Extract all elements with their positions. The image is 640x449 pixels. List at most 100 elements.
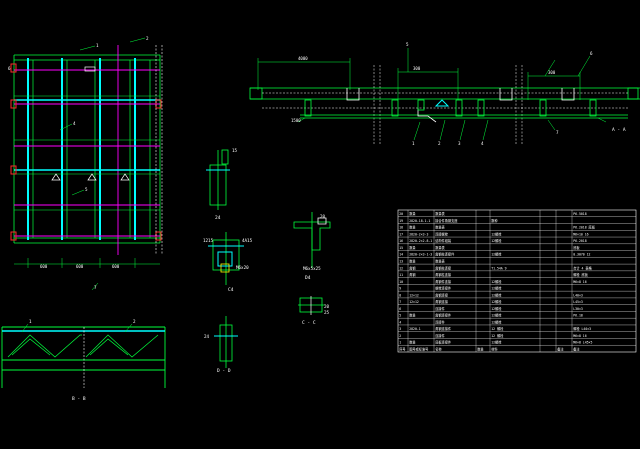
table-cell: 12螺栓 [491, 299, 502, 304]
detail-4: 24 D - D [204, 316, 238, 374]
elevation-label-2: 2 [133, 319, 136, 324]
table-cell: 2820-1 [409, 327, 421, 331]
table-cell: 19 [399, 219, 403, 223]
detail-2-label-3: M6x20 [236, 265, 249, 270]
table-cell: 12螺栓 [491, 286, 502, 291]
table-cell: 0.3070 12 [573, 253, 590, 257]
table-cell: 材料 [491, 346, 498, 351]
table-cell: 数量表 [435, 258, 445, 263]
detail-3-label-2: M6x5x25 [303, 266, 321, 271]
table-cell: 结构件组装 [435, 238, 452, 243]
table-cell: 3 [399, 327, 401, 331]
table-cell: 数种 [491, 218, 497, 223]
detail-5-label-2: 25 [324, 310, 330, 315]
table-cell: 9 [399, 287, 401, 291]
table-cell: 螺栓 L40×3 [573, 326, 591, 331]
table-cell: 15 [399, 246, 403, 250]
section-dim-1500: 1500 [291, 118, 301, 123]
detail-1-caption: 24 [215, 215, 221, 221]
table-cell: 12螺栓 [491, 292, 502, 297]
table-cell: 12螺栓 [491, 313, 502, 318]
elevation-label-1: 1 [29, 319, 32, 324]
table-cell: P6.2018 [573, 239, 587, 243]
table-cell: 16 [399, 239, 403, 243]
table-cell: 12螺栓 [491, 238, 502, 243]
table-cell: M6×8 16 [573, 334, 587, 338]
table-cell: 7 [399, 300, 401, 304]
table-cell: 角钢柱连接件 [435, 252, 455, 257]
detail-4-label: 24 [204, 334, 210, 339]
table-cell: 连接件 [435, 333, 445, 338]
section-dim-4000: 4000 [298, 56, 308, 61]
elevation-caption: B - B [72, 396, 86, 402]
detail-3-caption: D4 [305, 275, 311, 281]
table-cell: 数量表 [435, 211, 445, 216]
table-cell: P6.2018 底板 [573, 225, 596, 230]
table-cell: 12螺栓 [491, 252, 502, 257]
table-cell: 序号 [399, 346, 405, 351]
plan-label-5: 5 [85, 187, 88, 192]
table-cell: 角钢连接件 [435, 326, 452, 331]
table-cell: 12 [399, 266, 403, 270]
table-cell: 12螺栓 [491, 319, 502, 324]
detail-4-caption: D - D [217, 368, 231, 374]
table-cell: 数量表 [435, 245, 445, 250]
plan-label-7: 7 [94, 285, 97, 290]
table-cell: 12螺栓 [491, 231, 502, 236]
table-cell: M6×8 L45×5 [573, 341, 592, 345]
table-cell: 2820-2×2-8-1 [409, 239, 432, 243]
table-cell: 2820-2×3-3 [409, 232, 428, 236]
table-cell: P6.5018 [573, 212, 587, 216]
table-cell: 17 [399, 232, 403, 236]
table-cell: 角钢 [409, 272, 415, 277]
detail-5-label-1: 20 [324, 304, 330, 309]
detail-2-caption: C4 [228, 287, 234, 293]
table-cell: 名称 [435, 346, 442, 351]
table-cell: 角钢件连接 [435, 279, 452, 284]
table-cell: P6.18 [573, 314, 583, 318]
table-cell: 12 螺栓 [491, 326, 504, 331]
table-cell: 螺栓连接件 [435, 286, 452, 291]
plan-dim-2: 600 [76, 264, 84, 269]
table-cell: 12螺栓 [491, 279, 502, 284]
table-cell: 11 [399, 273, 403, 277]
detail-5-caption: C - C [302, 320, 316, 326]
table-cell: M6×10 16 [573, 232, 588, 236]
detail-1-label: 15 [232, 148, 238, 153]
plan-dim-1: 600 [40, 264, 48, 269]
table-cell: 底板连接件 [435, 340, 452, 345]
table-cell: 12×12 [409, 293, 419, 297]
section-label-6: 6 [590, 51, 593, 56]
table-cell: 角钢柱连接 [435, 265, 452, 270]
table-cell: 5 [399, 314, 401, 318]
table-cell: 底板 [573, 245, 580, 250]
table-cell: 数量 [409, 211, 416, 216]
table-cell: 数量 [409, 340, 416, 345]
section-label-1: 1 [412, 141, 415, 146]
table-cell: 12螺栓 [491, 306, 502, 311]
table-cell: 8 [399, 293, 401, 297]
detail-1: 15 24 [206, 148, 238, 221]
table-cell: L40×3 [573, 293, 583, 297]
table-cell: 备注 [573, 346, 580, 351]
table-cell: 12×12 [409, 300, 419, 304]
table-cell: 数量 [409, 225, 416, 230]
table-cell: 数量 [477, 346, 484, 351]
table-cell: 连接件 [435, 319, 445, 324]
table-cell: 连接螺栓 [435, 231, 449, 236]
elevation-view: 1 2 B - B [1, 319, 166, 402]
detail-3-label-1: 20 [320, 214, 326, 219]
table-cell: 接合件角钢支座 [435, 218, 458, 223]
plan-label-1: 1 [96, 43, 99, 48]
table-cell: 角钢连接 [435, 292, 449, 297]
detail-2-label-1: 1215 [203, 238, 214, 243]
table-cell: 数量 [409, 313, 416, 318]
section-dim-300a: 300 [413, 66, 421, 71]
section-label-3: 3 [458, 141, 461, 146]
table-cell: 2820-2×3-1-3 [409, 253, 432, 257]
detail-5: 20 25 C - C [298, 296, 330, 326]
plan-label-4: 4 [73, 121, 76, 126]
section-caption: A - A [612, 127, 626, 133]
